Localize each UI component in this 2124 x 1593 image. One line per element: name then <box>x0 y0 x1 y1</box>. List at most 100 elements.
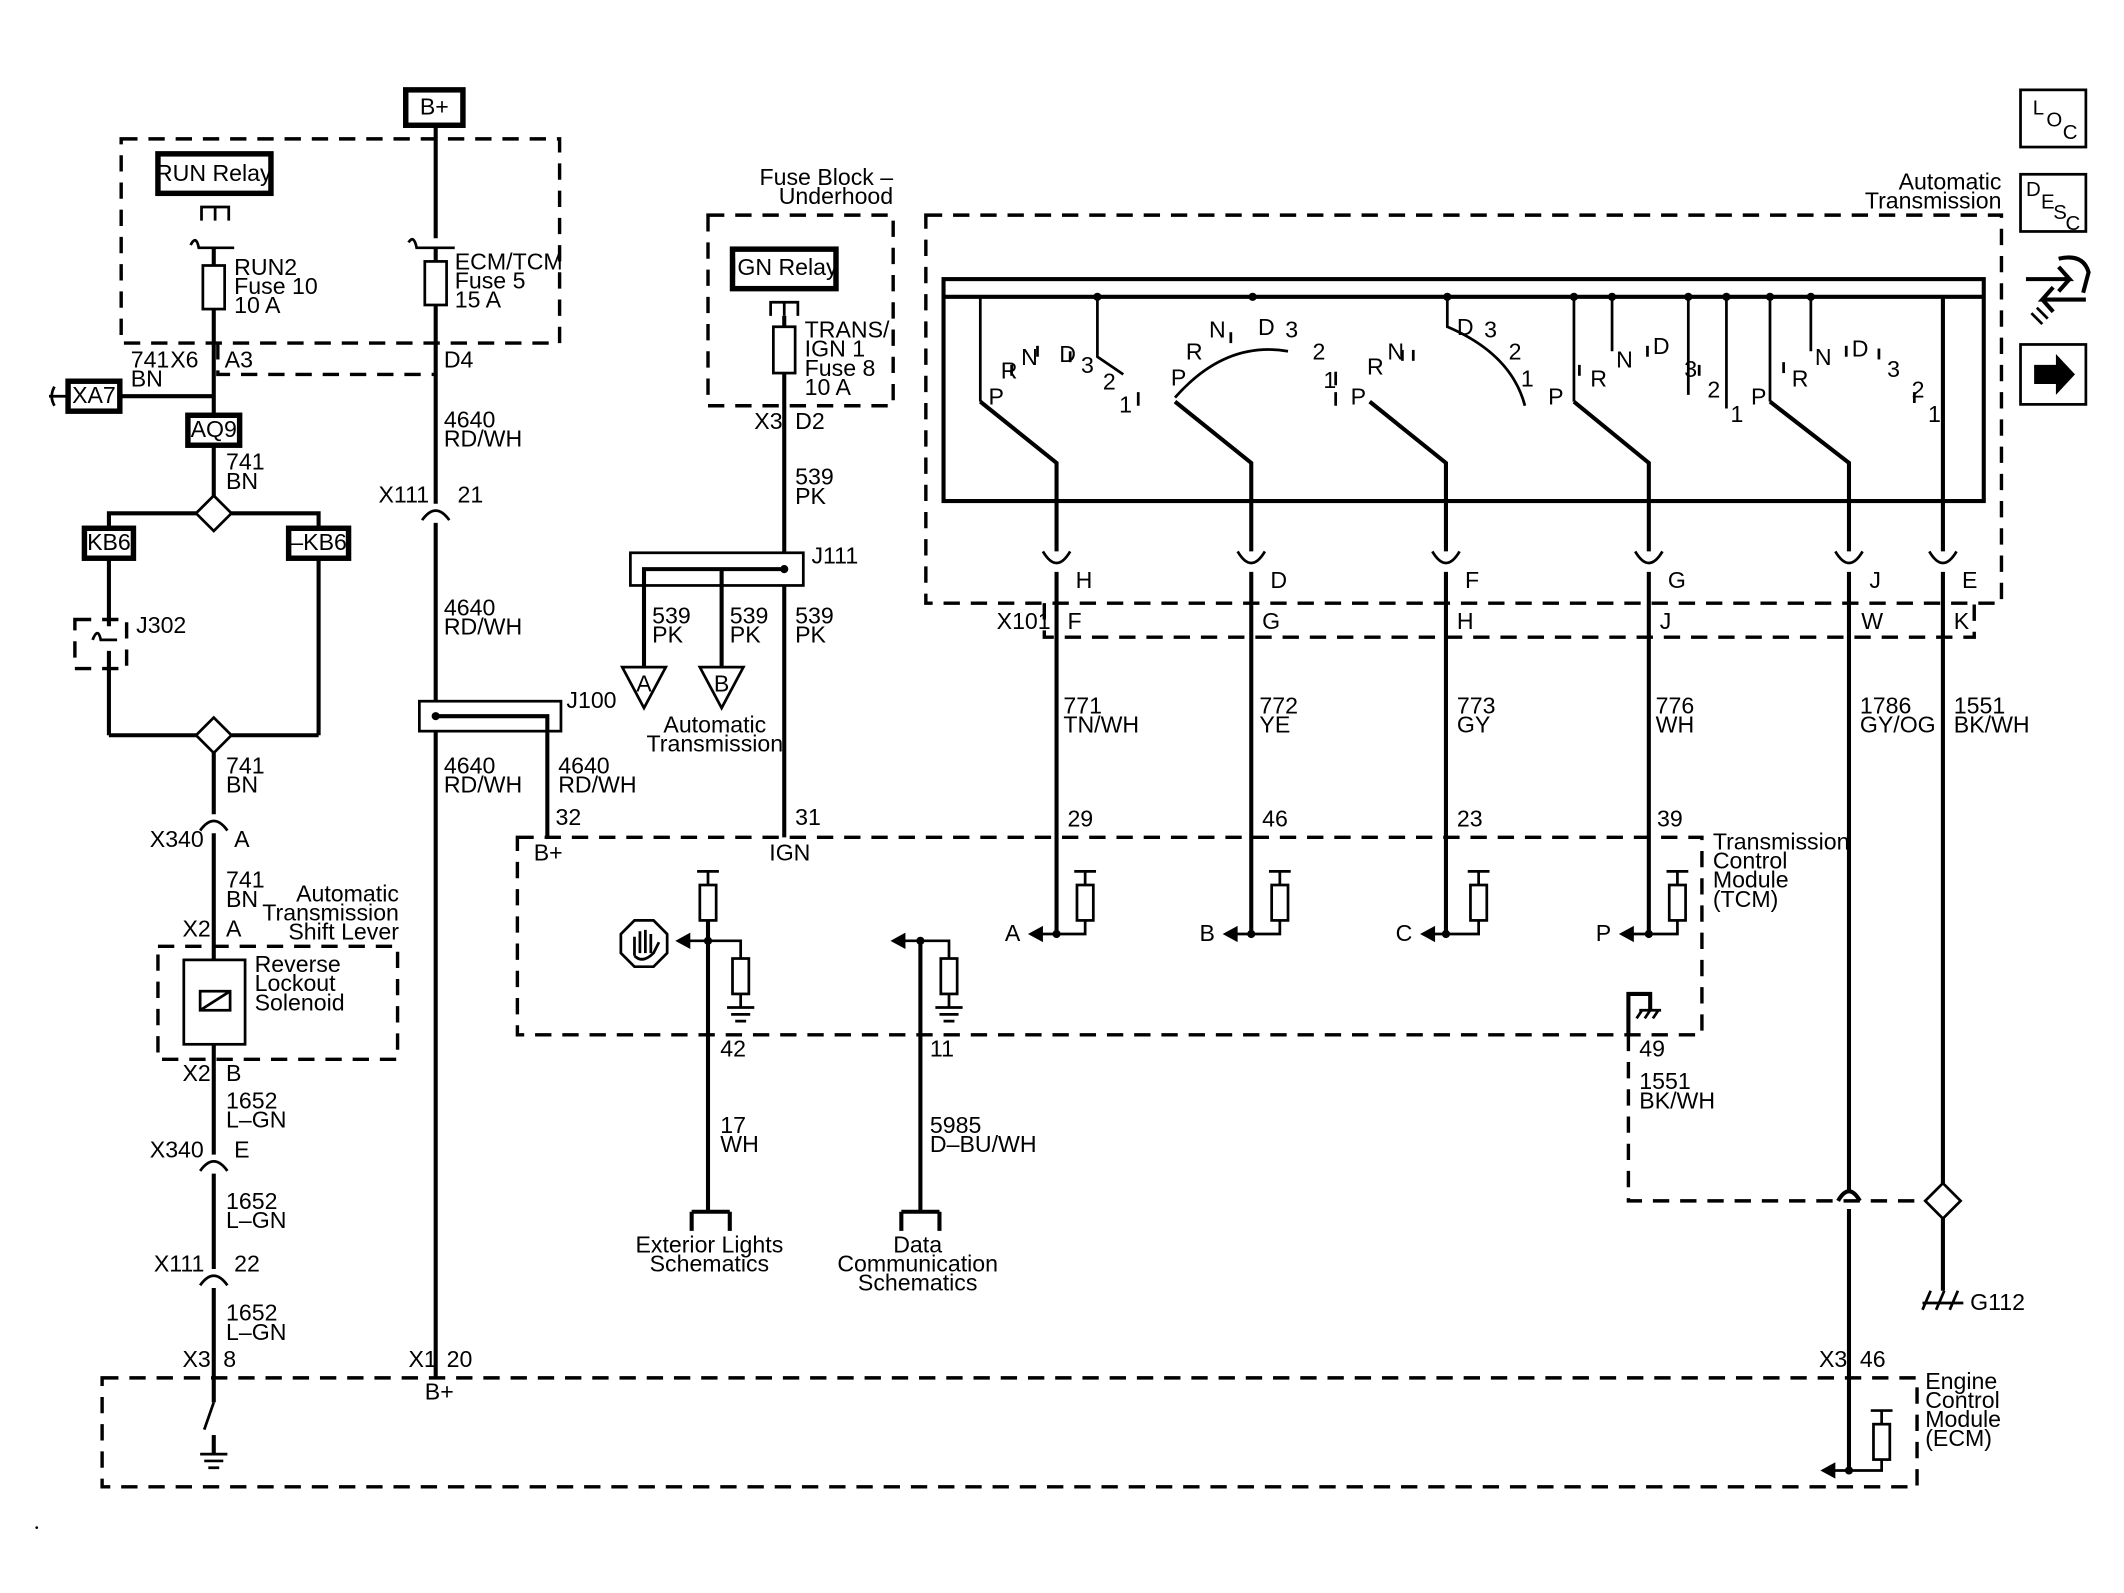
connector-icon[interactable] <box>2025 255 2091 326</box>
splice-bottom <box>194 715 234 755</box>
svg-text:3: 3 <box>1887 356 1900 382</box>
svg-text:N: N <box>1021 344 1038 370</box>
conn-x111-22: X111 <box>154 1251 205 1277</box>
svg-text:1: 1 <box>1521 366 1534 392</box>
svg-text:P: P <box>1751 383 1766 409</box>
svg-text:1: 1 <box>1119 392 1132 418</box>
svg-text:3: 3 <box>1684 356 1697 382</box>
svg-text:N: N <box>1616 347 1633 373</box>
switch-wipers <box>979 296 1945 552</box>
offpage-a <box>619 665 669 711</box>
tcm-pin-ign: IGN <box>769 839 810 865</box>
svg-text:2: 2 <box>1707 377 1720 403</box>
svg-text:B: B <box>1200 920 1215 946</box>
conn-x1-20-pin: 20 <box>447 1346 473 1372</box>
svg-text:J: J <box>1869 567 1881 593</box>
conn-x3-46: X3 <box>1819 1346 1847 1372</box>
svg-text:P: P <box>1596 920 1611 946</box>
offpage-a-label: A <box>636 671 652 697</box>
svg-text:L: L <box>2033 97 2044 119</box>
hand-glyph <box>633 929 661 961</box>
svg-text:N: N <box>1387 338 1404 364</box>
fuse5 <box>423 260 448 307</box>
offpage-b <box>697 665 746 711</box>
svg-text:R: R <box>1367 353 1384 379</box>
splice-top <box>194 493 234 533</box>
auto-trans-outline <box>924 213 2004 605</box>
svg-text:1: 1 <box>1928 401 1941 427</box>
svg-text:W: W <box>1861 608 1883 634</box>
fuse-block-underhood-outline <box>706 213 895 408</box>
corner-dot <box>35 1526 39 1530</box>
conn-x2-b-pin: B <box>226 1060 241 1086</box>
fuse10-clip <box>189 238 235 250</box>
svg-text:A: A <box>1005 920 1021 946</box>
svg-text:D: D <box>1653 333 1670 359</box>
connector-x6-link <box>216 343 438 377</box>
run-relay-label: RUN Relay <box>156 160 272 186</box>
fuse-block-outline <box>119 137 562 345</box>
svg-text:S: S <box>2053 202 2067 224</box>
svg-text:2: 2 <box>1912 377 1925 403</box>
svg-text:P: P <box>988 383 1003 409</box>
svg-text:O: O <box>2046 110 2062 132</box>
fuse5-clip <box>407 237 455 250</box>
kb6-box <box>81 525 137 561</box>
loc-icon[interactable]: L O C <box>2019 88 2088 149</box>
aq9-label: AQ9 <box>191 416 237 442</box>
trans-connector-pins <box>1041 550 1958 565</box>
svg-text:23: 23 <box>1457 805 1483 831</box>
next-arrow-icon[interactable] <box>2019 343 2088 406</box>
xa7-label: XA7 <box>72 382 116 408</box>
fuse8 <box>771 325 797 375</box>
svg-text:2: 2 <box>1509 338 1522 364</box>
ecm-pin-bplus: B+ <box>425 1379 454 1405</box>
ign-relay-label: IGN Relay <box>731 254 838 280</box>
svg-text:2: 2 <box>1103 368 1116 394</box>
svg-text:C: C <box>2065 213 2080 235</box>
svg-text:P: P <box>1351 383 1366 409</box>
svg-text:R: R <box>1792 366 1809 392</box>
ground-1551-outline <box>1626 1007 1934 1203</box>
svg-text:R: R <box>1590 366 1607 392</box>
j302-label: J302 <box>136 612 186 638</box>
ground-g112-icon <box>1921 1290 1964 1311</box>
aq9-box <box>185 412 243 448</box>
svg-text:P: P <box>1171 364 1186 390</box>
conn-x3-46-pin: 46 <box>1860 1346 1886 1372</box>
desc-icon[interactable]: D E S C <box>2019 172 2088 235</box>
svg-text:H: H <box>1457 608 1474 634</box>
conn-x2-b: X2 <box>182 1060 210 1086</box>
gear-marks <box>1010 332 1916 406</box>
svg-text:N: N <box>1815 344 1832 370</box>
svg-text:3: 3 <box>1484 317 1497 343</box>
svg-text:N: N <box>1209 317 1226 343</box>
svg-text:F: F <box>1067 608 1081 634</box>
conn-j111: J111 <box>811 543 858 569</box>
conn-x6: X6 <box>170 347 198 373</box>
shift-lever-outline <box>156 944 400 1061</box>
connector-x101-outline <box>1042 603 1976 639</box>
conn-a3: A3 <box>225 347 253 373</box>
conn-x111-21-pin: 21 <box>457 481 483 507</box>
